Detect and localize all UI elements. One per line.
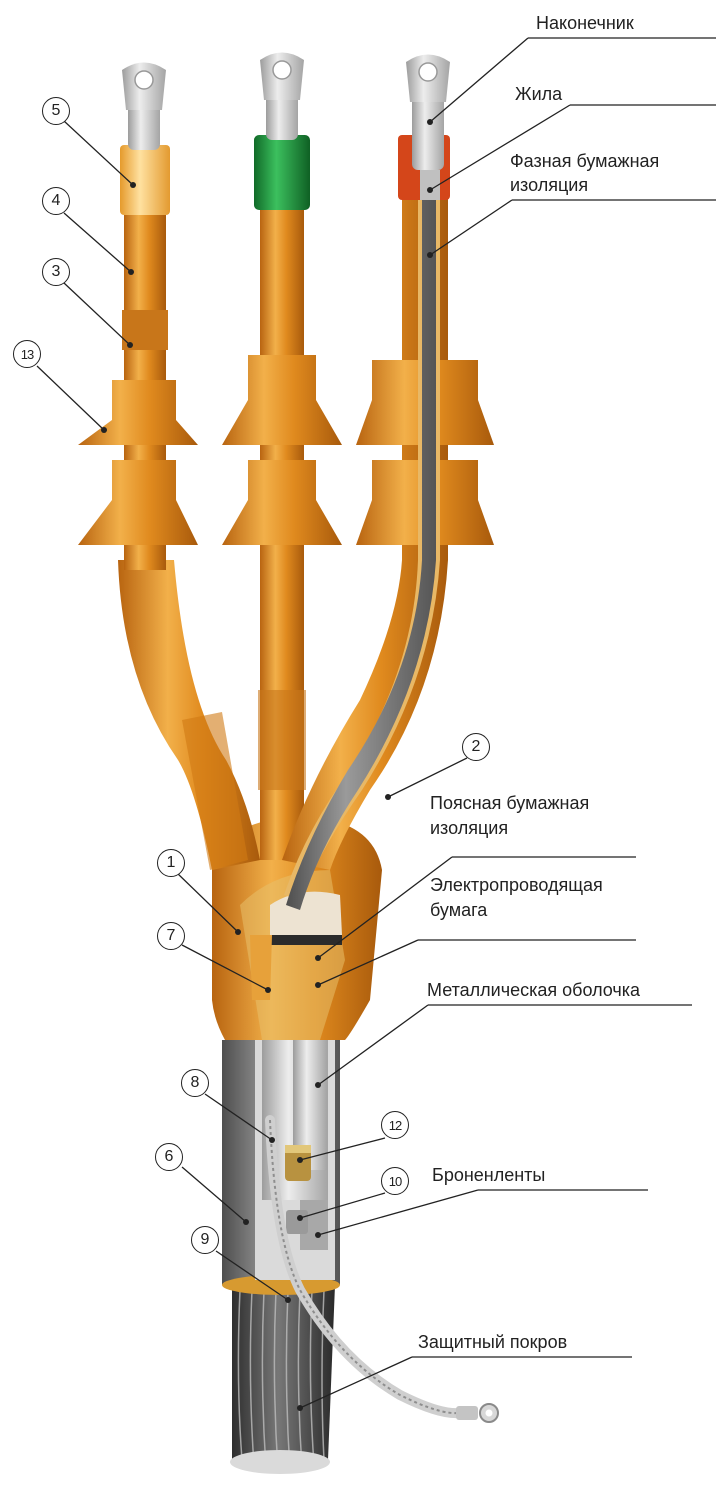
label-phase-insulation-2: изоляция [510,174,588,196]
callout-9: 9 [191,1226,219,1254]
label-metal-sheath: Металлическая оболочка [427,979,640,1001]
callout-10: 10 [381,1167,409,1195]
callout-13: 13 [13,340,41,368]
callout-3: 3 [42,258,70,286]
callout-6: 6 [155,1143,183,1171]
label-protective-cover: Защитный покров [418,1331,567,1353]
label-core: Жила [515,83,562,105]
label-belt-insulation-1: Поясная бумажная [430,792,589,814]
label-conductive-paper-1: Электропроводящая [430,874,603,896]
callout-2: 2 [462,733,490,761]
callout-8: 8 [181,1069,209,1097]
label-phase-insulation-1: Фазная бумажная [510,150,659,172]
callout-12: 12 [381,1111,409,1139]
left-phase [78,63,260,871]
callout-4: 4 [42,187,70,215]
callout-1: 1 [157,849,185,877]
label-belt-insulation-2: изоляция [430,817,508,839]
label-conductive-paper-2: бумага [430,899,487,921]
middle-phase [222,53,342,861]
label-armor-tapes: Броненленты [432,1164,545,1186]
callout-5: 5 [42,97,70,125]
callout-7: 7 [157,922,185,950]
label-tip: Наконечник [536,12,634,34]
